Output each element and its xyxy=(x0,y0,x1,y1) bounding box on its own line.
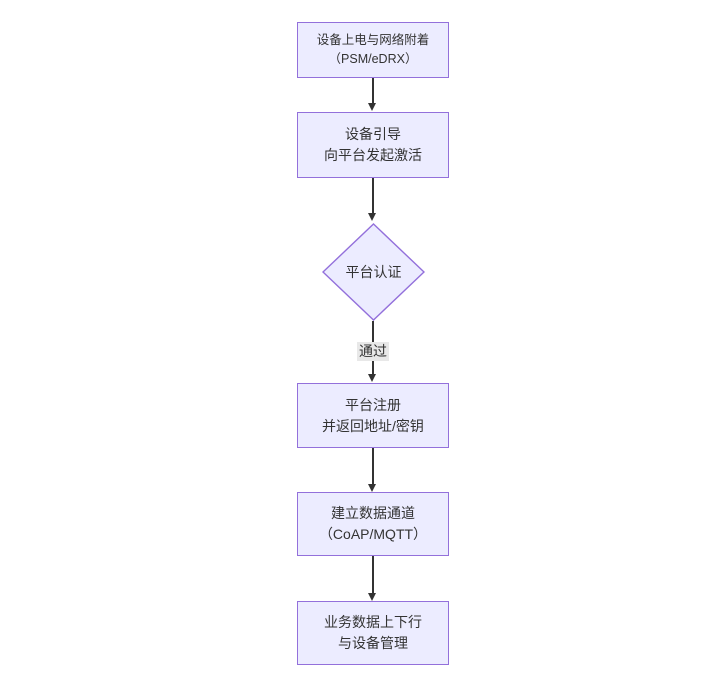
diamond-shape xyxy=(322,223,425,321)
node-text-line: 设备引导 xyxy=(345,126,401,142)
node-platform-register: 平台注册 并返回地址/密钥 xyxy=(297,383,449,448)
edge-bootstrap-to-auth xyxy=(372,178,374,214)
node-text-line: 并返回地址/密钥 xyxy=(322,417,424,434)
node-text-line: 建立数据通道 xyxy=(331,505,415,521)
node-text-line: （CoAP/MQTT） xyxy=(318,526,428,542)
node-text-line: 平台注册 xyxy=(345,396,401,413)
decision-platform-auth: 平台认证 xyxy=(322,223,425,321)
node-text-line: 平台认证 xyxy=(345,264,402,280)
arrowhead-down-icon xyxy=(368,484,377,492)
node-business-data: 业务数据上下行 与设备管理 xyxy=(297,601,449,665)
arrowhead-down-icon xyxy=(368,103,377,111)
node-text-line: 业务数据上下行 xyxy=(324,614,422,630)
node-device-bootstrap: 设备引导 向平台发起激活 xyxy=(297,112,449,178)
edge-power-to-bootstrap xyxy=(372,78,374,103)
node-power-network-attach: 设备上电与网络附着 （PSM/eDRX） xyxy=(297,22,449,78)
node-data-channel: 建立数据通道 （CoAP/MQTT） xyxy=(297,492,449,556)
edge-label-pass: 通过 xyxy=(357,342,389,361)
arrowhead-down-icon xyxy=(368,213,377,221)
edge-register-to-channel xyxy=(372,448,374,485)
arrowhead-down-icon xyxy=(368,374,377,382)
edge-channel-to-business xyxy=(372,556,374,594)
node-text-line: 与设备管理 xyxy=(338,635,408,651)
arrowhead-down-icon xyxy=(368,593,377,601)
node-text-line: （PSM/eDRX） xyxy=(328,52,418,66)
node-text-line: 设备上电与网络附着 xyxy=(316,33,430,48)
node-text-line: 向平台发起激活 xyxy=(324,147,422,163)
